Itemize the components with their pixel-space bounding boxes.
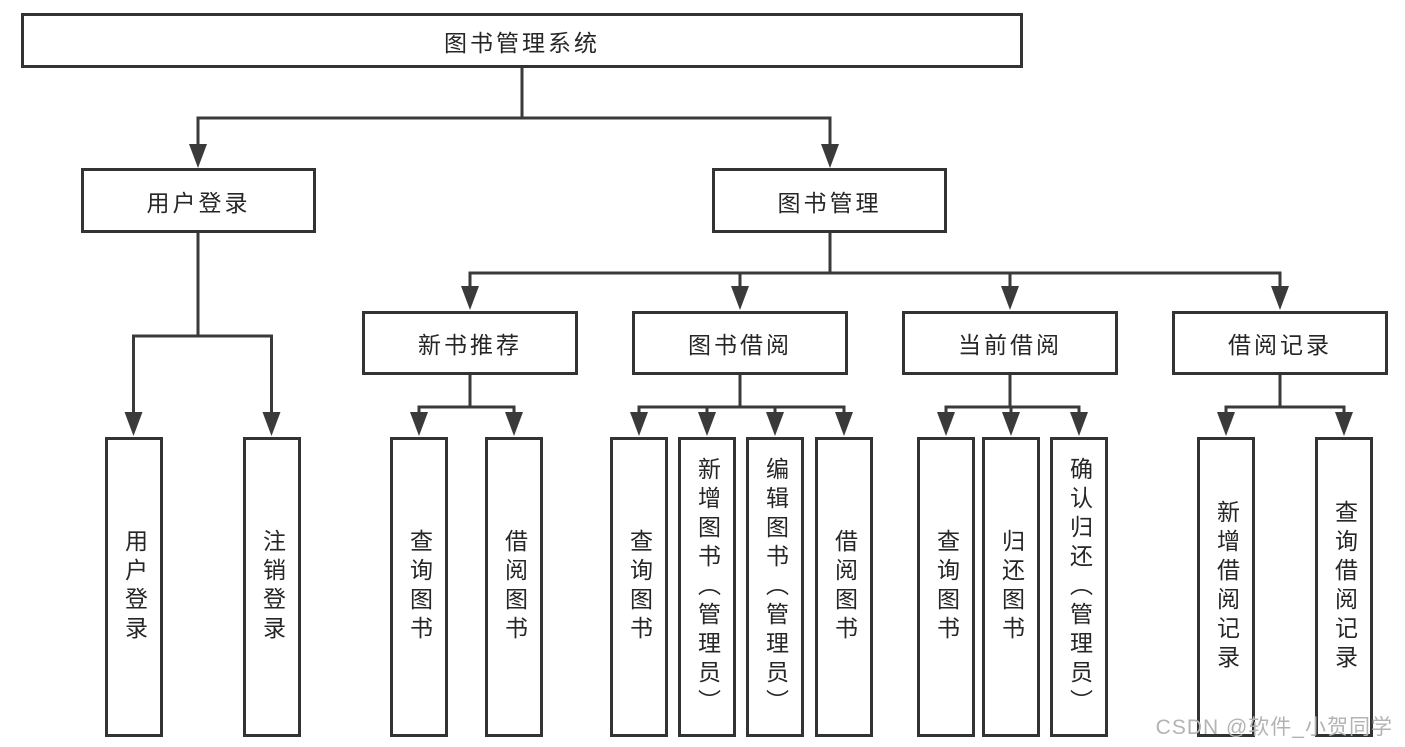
leaf-label: 注销登录 (259, 529, 286, 645)
node-label: 图书管理 (777, 189, 882, 216)
leaf-query-books-borrow: 查询图书 (610, 437, 668, 737)
connector-book-management-to-level3 (461, 231, 1289, 310)
csdn-watermark: CSDN @软件_小贺同学 (1155, 716, 1393, 739)
node-label: 图书借阅 (688, 332, 792, 358)
leaf-label: 查询图书 (626, 529, 653, 645)
leaf-edit-books-admin: 编辑图书（管理员） (746, 437, 804, 737)
node-label: 图书管理系统 (444, 29, 600, 56)
connector-user-login-to-leaves (124, 231, 281, 436)
node-label: 当前借阅 (958, 332, 1062, 358)
connector-borrow-records-to-leaves (1217, 373, 1353, 436)
node-book-borrow: 图书借阅 (632, 311, 848, 375)
leaf-add-books-admin: 新增图书（管理员） (678, 437, 736, 737)
leaf-label: 归还图书 (998, 529, 1025, 645)
node-book-management: 图书管理 (712, 168, 947, 233)
leaf-query-books-current: 查询图书 (917, 437, 975, 737)
leaf-label: 借阅图书 (501, 529, 528, 645)
connector-book-borrow-to-leaves (630, 373, 853, 436)
leaf-user-login: 用户登录 (105, 437, 163, 737)
leaf-borrow-books: 借阅图书 (815, 437, 873, 737)
node-library-management-system: 图书管理系统 (21, 13, 1023, 68)
connector-root-to-level2 (189, 66, 839, 168)
leaf-label: 新增图书（管理员） (694, 456, 721, 718)
leaf-label: 新增借阅记录 (1213, 500, 1240, 674)
node-label: 借阅记录 (1228, 332, 1332, 358)
leaf-confirm-return-admin: 确认归还（管理员） (1050, 437, 1108, 737)
leaf-add-borrow-record: 新增借阅记录 (1197, 437, 1255, 737)
connector-new-book-recommend-to-leaves (410, 373, 523, 436)
leaf-query-borrow-record: 查询借阅记录 (1315, 437, 1373, 737)
leaf-label: 借阅图书 (831, 529, 858, 645)
node-user-login: 用户登录 (81, 168, 316, 233)
leaf-logout: 注销登录 (243, 437, 301, 737)
leaf-borrow-books-recommend: 借阅图书 (485, 437, 543, 737)
node-current-borrow: 当前借阅 (902, 311, 1118, 375)
node-label: 用户登录 (146, 189, 251, 216)
connector-current-borrow-to-leaves (937, 373, 1088, 436)
leaf-label: 查询借阅记录 (1331, 500, 1358, 674)
leaf-return-books: 归还图书 (982, 437, 1040, 737)
leaf-label: 用户登录 (121, 529, 148, 645)
leaf-label: 编辑图书（管理员） (762, 456, 789, 718)
node-borrow-records: 借阅记录 (1172, 311, 1388, 375)
leaf-query-books-recommend: 查询图书 (390, 437, 448, 737)
leaf-label: 确认归还（管理员） (1066, 456, 1093, 718)
node-label: 新书推荐 (418, 332, 522, 358)
leaf-label: 查询图书 (406, 529, 433, 645)
leaf-label: 查询图书 (933, 529, 960, 645)
node-new-book-recommend: 新书推荐 (362, 311, 578, 375)
